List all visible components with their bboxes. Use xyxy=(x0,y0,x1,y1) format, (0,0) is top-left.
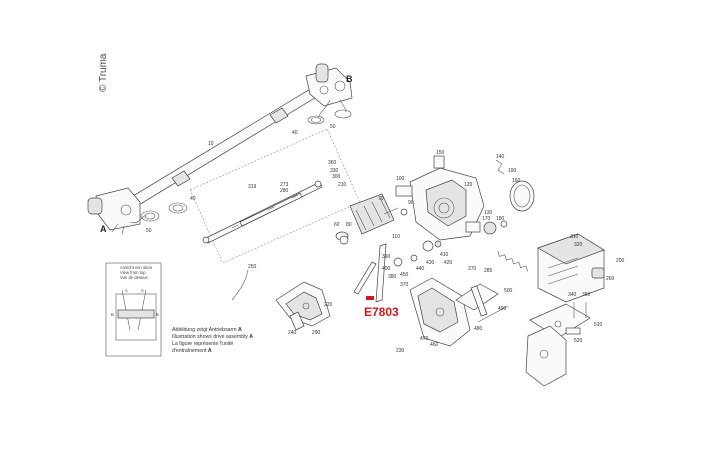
callout-160: 160 xyxy=(512,178,521,184)
control-box: 310 320 200 260 xyxy=(537,233,625,303)
assembly-label-a: A xyxy=(100,224,107,234)
callout-420: 420 xyxy=(444,260,453,266)
inset-header-2: View from top xyxy=(120,270,146,275)
inset-letter-b-1: B xyxy=(111,312,114,317)
callout-285: 285 xyxy=(484,268,493,274)
callout-390: 390 xyxy=(382,254,391,260)
callout-300: 300 xyxy=(332,174,341,180)
callout-100: 100 xyxy=(396,176,405,182)
highlight-marker xyxy=(366,296,374,300)
callout-230: 230 xyxy=(396,348,405,354)
callout-70: 70 xyxy=(378,196,384,202)
gear-ring-parts: 140 190 160 170 180 xyxy=(482,154,535,235)
highlight-code: E7803 xyxy=(364,305,399,319)
caption-line-3: La figure représente l'unité xyxy=(172,341,233,347)
callout-440: 440 xyxy=(416,266,425,272)
callout-400: 400 xyxy=(382,266,391,272)
callout-280: 280 xyxy=(280,188,289,194)
callout-319: 319 xyxy=(248,184,257,190)
callout-500: 500 xyxy=(504,288,513,294)
shaft-assembly: 319 273 280 360 330 300 210 xyxy=(189,128,361,264)
callout-200: 200 xyxy=(616,258,625,264)
callout-290: 290 xyxy=(312,330,321,336)
motor-gearbox: 100 70 60 80 90 150 110 120 130 xyxy=(334,150,493,245)
callout-330: 330 xyxy=(330,168,339,174)
callout-210: 210 xyxy=(338,182,347,188)
callout-510: 510 xyxy=(594,322,603,328)
callout-260: 260 xyxy=(606,276,615,282)
callout-270: 270 xyxy=(468,266,477,272)
callout-360: 360 xyxy=(328,160,337,166)
callout-250: 250 xyxy=(248,264,257,270)
callout-320: 320 xyxy=(574,242,583,248)
callout-140: 140 xyxy=(496,154,505,160)
inset-letter-b-2: B xyxy=(156,312,159,317)
mounting-bracket: 230 440 450 430 410 420 460 470 480 490 … xyxy=(396,252,513,354)
caption-line-1: Abbildung zeigt Antriebsarm A xyxy=(172,327,242,333)
callout-120: 120 xyxy=(464,182,473,188)
callout-430: 430 xyxy=(426,260,435,266)
caption-line-4: d'entraînement A xyxy=(172,348,212,354)
callout-80: 80 xyxy=(346,222,352,228)
spring-part: 270 285 xyxy=(468,250,528,274)
callout-190: 190 xyxy=(508,168,517,174)
callout-240: 240 xyxy=(288,330,297,336)
callout-410: 410 xyxy=(440,252,449,258)
assembly-label-b: B xyxy=(346,74,353,84)
callout-380: 380 xyxy=(388,274,397,280)
callout-490: 490 xyxy=(498,306,507,312)
foot-bracket: 240 290 220 xyxy=(275,281,333,336)
callout-60: 60 xyxy=(334,222,340,228)
callout-480: 480 xyxy=(474,326,483,332)
callout-130: 130 xyxy=(484,210,493,216)
callout-110: 110 xyxy=(392,234,400,240)
callout-40-top: 40 xyxy=(292,130,298,136)
callout-350: 350 xyxy=(582,292,591,298)
callout-170: 170 xyxy=(482,216,491,222)
callout-50-bottom: 50 xyxy=(146,228,152,234)
callout-310: 310 xyxy=(570,234,579,240)
callout-370: 370 xyxy=(400,282,409,288)
inset-top-view: Ansicht von oben View from top Vue de de… xyxy=(105,262,162,357)
inset-letter-a-2: A xyxy=(141,288,144,293)
inset-letter-a-1: A xyxy=(125,288,128,293)
callout-460: 460 xyxy=(430,342,439,348)
callout-330-lower: 340 xyxy=(568,292,577,298)
callout-273: 273 xyxy=(280,182,289,188)
callout-470: 470 xyxy=(420,336,429,342)
callout-50-top: 50 xyxy=(330,124,336,130)
callout-450: 450 xyxy=(400,272,409,278)
callout-90: 90 xyxy=(408,200,414,206)
callout-40-bottom: 40 xyxy=(190,196,196,202)
callout-180: 180 xyxy=(496,216,505,222)
copyright-notice: © Truma xyxy=(98,53,109,92)
callout-150: 150 xyxy=(436,150,445,156)
lower-bracket-assembly: 340 350 510 520 xyxy=(525,292,603,387)
inset-caption: Abbildung zeigt Antriebsarm A Illustrati… xyxy=(172,327,253,354)
inset-header-3: Vue de dessus xyxy=(120,275,148,280)
callout-520: 520 xyxy=(574,338,583,344)
callout-10: 10 xyxy=(208,141,214,147)
inset-header-1: Ansicht von oben xyxy=(120,265,153,270)
bent-wire-part: 250 xyxy=(231,264,257,301)
pins-washers: 390 400 380 370 xyxy=(353,240,442,303)
callout-220: 220 xyxy=(324,302,333,308)
caption-line-2: Illustration shows drive assembly A xyxy=(172,334,253,340)
drive-arm-assembly: A B 10 40 50 40 50 xyxy=(87,63,353,235)
